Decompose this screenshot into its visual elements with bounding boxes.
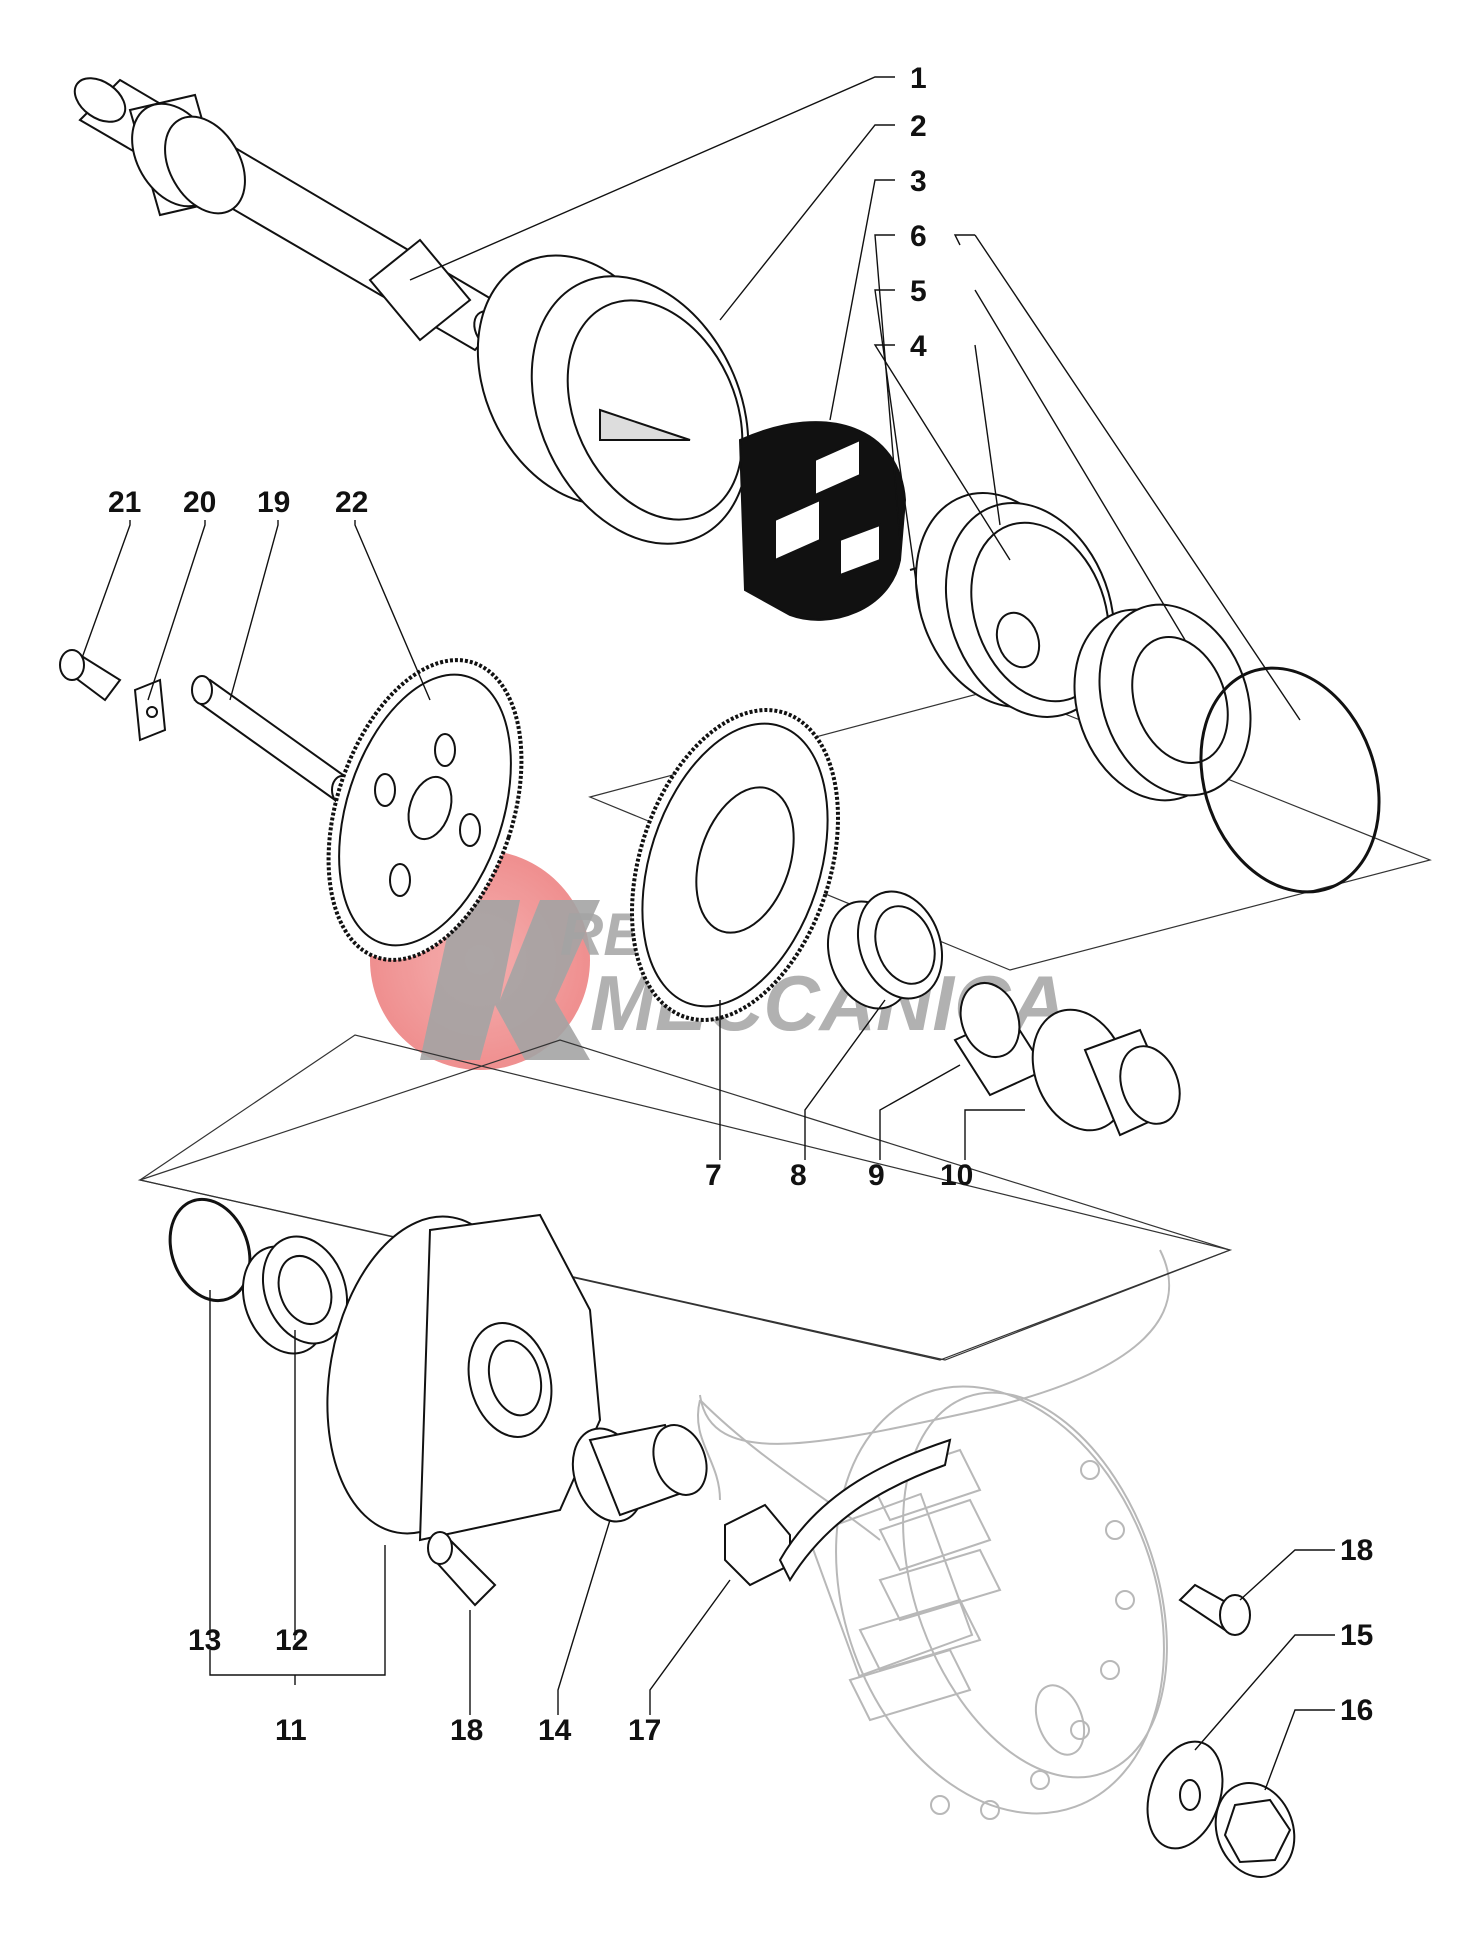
callout-4: 4 [910, 330, 927, 363]
bolt-small [59, 649, 122, 702]
callout-16: 16 [1340, 1694, 1373, 1727]
callout-14: 14 [538, 1714, 572, 1747]
callout-18-bottom: 18 [450, 1714, 483, 1747]
callout-2: 2 [910, 110, 927, 143]
bolt-housing [427, 1531, 497, 1607]
callout-21: 21 [108, 486, 141, 519]
callout-12: 12 [275, 1624, 308, 1657]
circlip-large [1199, 666, 1381, 894]
callout-3: 3 [910, 165, 927, 198]
sleeve-lower [571, 1423, 708, 1523]
callout-10: 10 [940, 1159, 973, 1192]
needle-bearing [826, 890, 944, 1010]
ball-bearing [241, 1235, 349, 1355]
flange-nut [1214, 1782, 1296, 1878]
flanged-sleeve [1031, 1008, 1181, 1137]
leader-lines [81, 76, 1335, 1791]
pickup-bracket [724, 1438, 952, 1587]
bolt-rotor [1178, 1583, 1251, 1636]
idler-gear [326, 658, 524, 962]
callout-17: 17 [628, 1714, 661, 1747]
clutch-hub [909, 492, 1116, 718]
callout-19: 19 [257, 486, 290, 519]
callout-11: 11 [275, 1714, 307, 1747]
callout-7: 7 [705, 1159, 722, 1192]
bushing [953, 982, 1047, 1097]
lock-plate [133, 678, 167, 742]
callout-8: 8 [790, 1159, 807, 1192]
main-shaft [73, 77, 512, 352]
callout-labels: 1 2 3 6 5 4 21 20 19 22 7 8 9 10 13 12 1… [108, 62, 1373, 1747]
callout-15: 15 [1340, 1619, 1373, 1652]
starter-gear [630, 708, 840, 1022]
callout-6: 6 [910, 220, 927, 253]
bearing-housing [326, 1213, 602, 1542]
callout-1: 1 [910, 62, 927, 95]
rubber-damper [738, 421, 907, 621]
group-outline-lower [137, 1034, 1232, 1361]
callout-18-right: 18 [1340, 1534, 1373, 1567]
callout-20: 20 [183, 486, 216, 519]
circlip-small [168, 1197, 252, 1303]
rotor-ghost [697, 1249, 1170, 1820]
clutch-drum-gear [476, 254, 750, 545]
callout-9: 9 [868, 1159, 885, 1192]
callout-5: 5 [910, 275, 927, 308]
idler-shaft [191, 675, 353, 805]
callout-22: 22 [335, 486, 368, 519]
callout-13: 13 [188, 1624, 221, 1657]
